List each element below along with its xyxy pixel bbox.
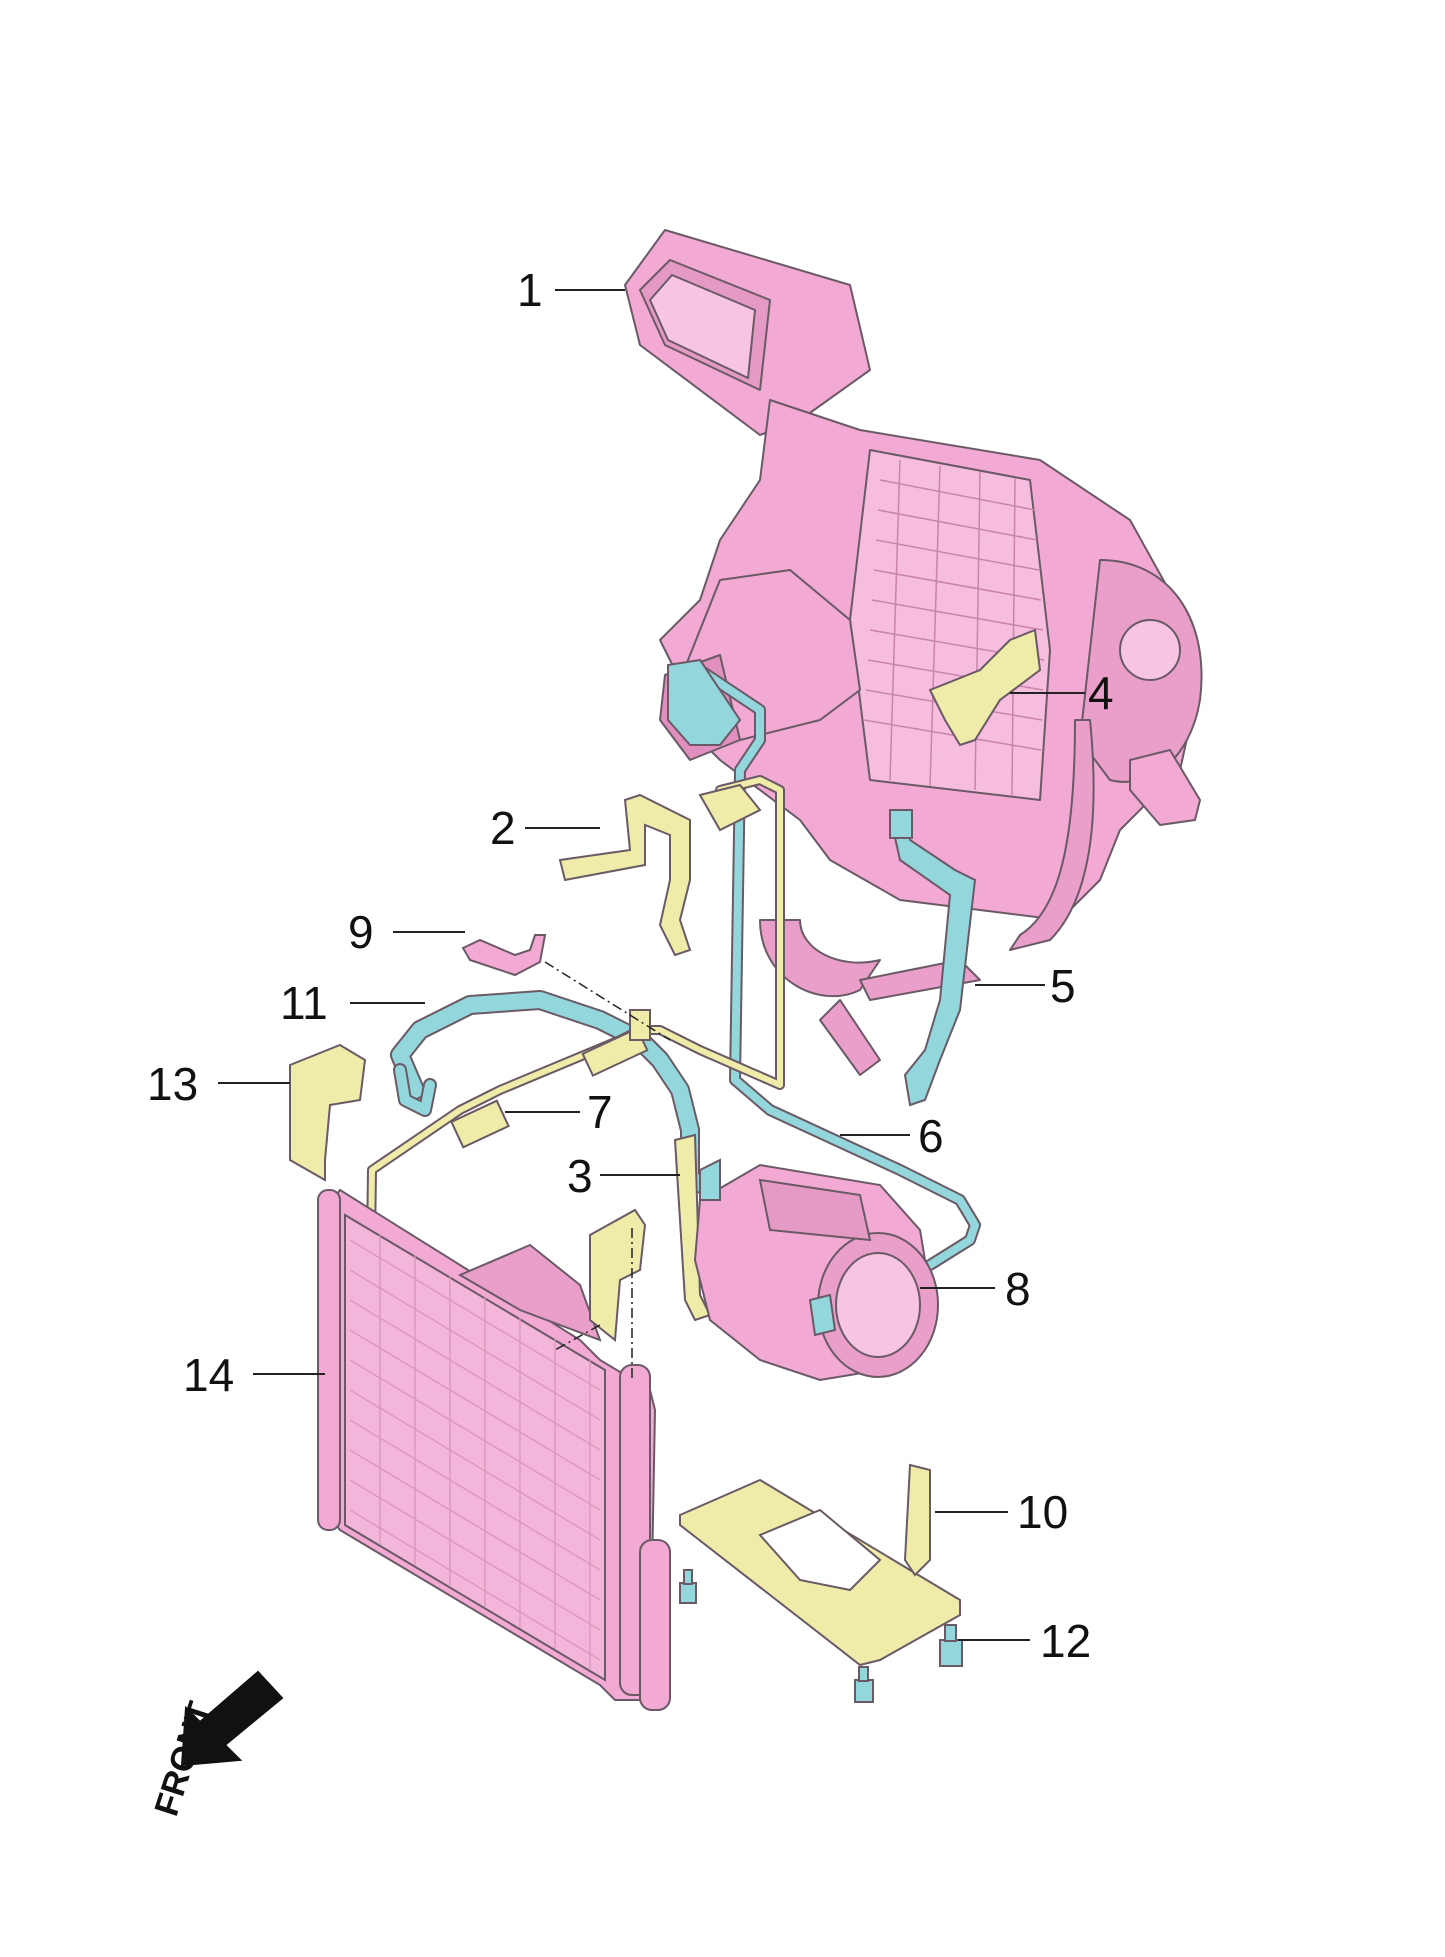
callout-13: 13 xyxy=(147,1058,198,1110)
callout-11: 11 xyxy=(280,977,328,1029)
part-condenser xyxy=(317,1188,671,1711)
evaporator-pipe-block xyxy=(667,658,913,839)
callout-10: 10 xyxy=(1017,1486,1068,1538)
callout-numbers: 1 2 3 4 5 6 7 8 9 10 11 12 13 14 xyxy=(147,264,1114,1667)
part-condenser-bracket-left xyxy=(289,1043,367,1182)
part-condenser-bracket-right xyxy=(589,1208,647,1342)
callout-6: 6 xyxy=(918,1110,944,1162)
part-compressor xyxy=(693,1158,939,1382)
part-rubber-mounts xyxy=(679,1569,963,1703)
assembly-guide-lines xyxy=(544,961,671,1380)
callout-3: 3 xyxy=(567,1150,593,1202)
callout-8: 8 xyxy=(1005,1263,1031,1315)
callout-2: 2 xyxy=(490,802,516,854)
front-arrow-icon xyxy=(180,1670,284,1767)
part-support-stay xyxy=(888,808,977,1107)
part-mounting-plate xyxy=(679,1463,961,1667)
front-indicator: FRONT xyxy=(147,1670,284,1820)
callout-5: 5 xyxy=(1050,960,1076,1012)
callout-leaders xyxy=(218,289,1085,1641)
part-small-bracket xyxy=(461,934,547,977)
callout-14: 14 xyxy=(183,1349,234,1401)
callout-1: 1 xyxy=(517,264,543,316)
callout-12: 12 xyxy=(1040,1615,1091,1667)
part-housing-bracket xyxy=(928,628,1042,747)
part-hvac-housing xyxy=(624,229,1203,1076)
callout-9: 9 xyxy=(348,906,374,958)
callout-4: 4 xyxy=(1088,667,1114,719)
callout-7: 7 xyxy=(587,1086,613,1138)
part-pipe-bracket-upper xyxy=(558,793,692,957)
